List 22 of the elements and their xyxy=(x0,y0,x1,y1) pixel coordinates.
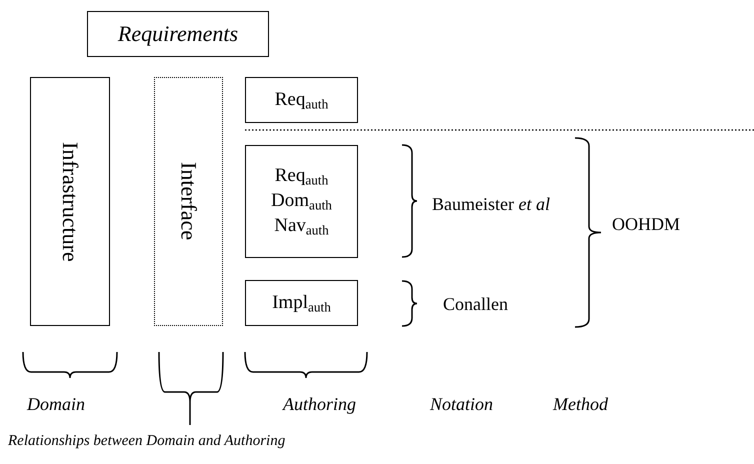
box-label: Infrastructure xyxy=(56,142,84,262)
method-label: OOHDM xyxy=(612,214,680,235)
heading-box xyxy=(87,11,269,57)
box-label: Requirements xyxy=(118,20,238,48)
box-label: Interface xyxy=(175,162,202,241)
column-caption: Authoring xyxy=(283,394,356,415)
box-label: Req$_{auth}$ xyxy=(274,164,328,190)
caption-text: Relationships between Domain and Authoring xyxy=(8,433,286,450)
column-caption: Method xyxy=(553,394,608,415)
box-label: Req$_{auth}$ xyxy=(274,88,328,112)
component-box xyxy=(245,145,358,258)
box-label: Nav$_{auth}$ xyxy=(274,214,329,239)
box-label: Dom$_{auth}$ xyxy=(271,189,332,214)
notation-label: Conallen xyxy=(443,294,508,315)
column-caption: Notation xyxy=(430,394,494,415)
box-label: Impl$_{auth}$ xyxy=(272,290,331,316)
column-box xyxy=(30,77,110,326)
column-caption: Domain xyxy=(27,394,85,415)
component-box xyxy=(245,280,358,326)
notation-label: Baumeister et al xyxy=(432,194,550,215)
component-box xyxy=(245,77,358,123)
dotted-column-box xyxy=(154,77,223,326)
